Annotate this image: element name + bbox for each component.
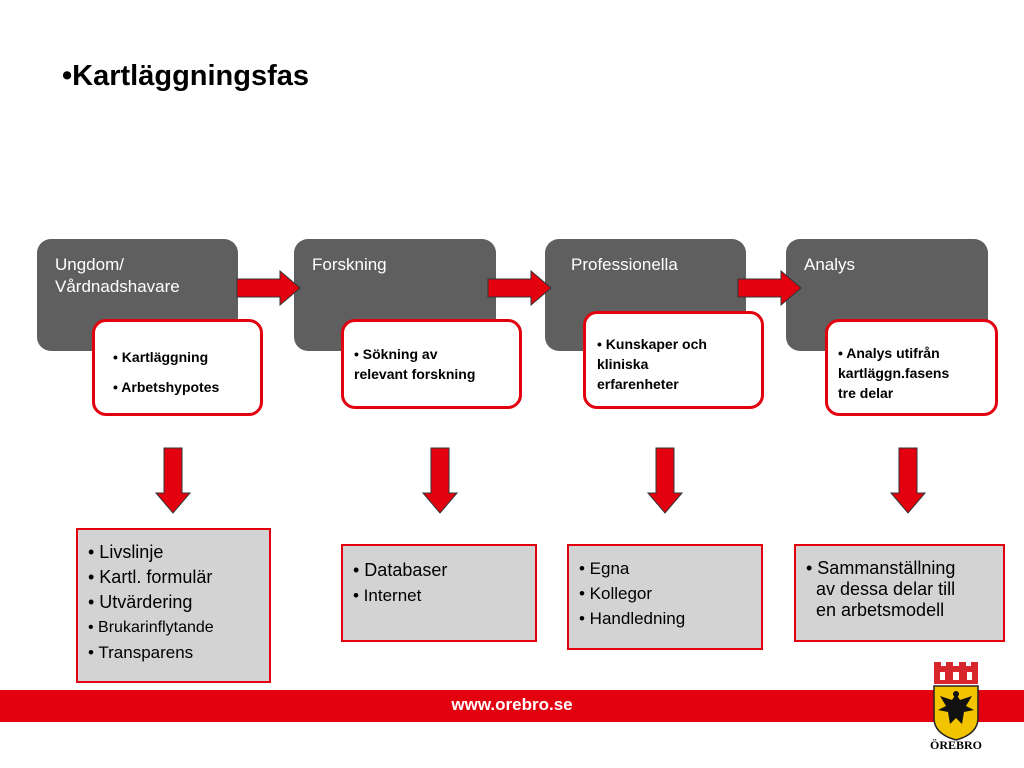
phase-label: Analys: [804, 255, 856, 274]
detail-line: • Sammanställning: [806, 558, 956, 578]
detail-box-ungdom: • Livslinje • Kartl. formulär • Utvärder…: [76, 528, 271, 683]
footer-bar: www.orebro.se: [0, 690, 1024, 722]
footer-url-link[interactable]: www.orebro.se: [451, 695, 573, 714]
highlight-line: kliniska: [597, 356, 649, 372]
detail-box-analys: • Sammanställning av dessa delar till en…: [794, 544, 1005, 642]
highlight-line: • Arbetshypotes: [113, 379, 220, 395]
highlight-line: • Kartläggning: [113, 349, 209, 365]
down-arrow-icon: [890, 447, 926, 514]
detail-line: av dessa delar till: [806, 579, 956, 599]
right-arrow-icon: [737, 270, 802, 306]
highlight-box-ungdom: • Kartläggning • Arbetshypotes: [92, 319, 263, 416]
highlight-line: kartläggn.fasens: [838, 365, 950, 381]
detail-box-professionella: • Egna • Kollegor • Handledning: [567, 544, 763, 650]
detail-line: • Livslinje: [88, 542, 164, 562]
phase-label: Forskning: [312, 255, 387, 274]
detail-box-forskning: • Databaser • Internet: [341, 544, 537, 642]
highlight-line: • Sökning av: [354, 346, 438, 362]
detail-line: • Utvärdering: [88, 592, 193, 612]
logo-text: ÖREBRO: [929, 738, 982, 752]
highlight-line: • Kunskaper och: [597, 336, 707, 352]
detail-line: • Databaser: [353, 560, 448, 580]
highlight-line: erfarenheter: [597, 376, 679, 392]
right-arrow-icon: [236, 270, 301, 306]
detail-line: • Internet: [353, 586, 422, 605]
detail-line: • Transparens: [88, 643, 194, 662]
detail-line: • Kollegor: [579, 584, 653, 603]
detail-line: en arbetsmodell: [806, 600, 945, 620]
highlight-line: tre delar: [838, 385, 894, 401]
highlight-line: • Analys utifrån: [838, 345, 940, 361]
detail-line: • Kartl. formulär: [88, 567, 213, 587]
highlight-box-professionella: • Kunskaper och kliniska erfarenheter: [583, 311, 764, 409]
phase-label: Professionella: [571, 255, 678, 274]
highlight-box-forskning: • Sökning av relevant forskning: [341, 319, 522, 409]
detail-line: • Brukarinflytande: [88, 619, 214, 636]
detail-line: • Handledning: [579, 609, 686, 628]
orebro-coat-of-arms-icon: [933, 662, 979, 741]
detail-line: • Egna: [579, 559, 630, 578]
phase-label: Ungdom/ Vårdnadshavare: [55, 255, 180, 296]
down-arrow-icon: [647, 447, 683, 514]
slide-title: •Kartläggningsfas: [62, 60, 310, 92]
highlight-line: relevant forskning: [354, 366, 476, 382]
down-arrow-icon: [155, 447, 191, 514]
down-arrow-icon: [422, 447, 458, 514]
highlight-box-analys: • Analys utifrån kartläggn.fasens tre de…: [825, 319, 998, 416]
right-arrow-icon: [487, 270, 552, 306]
